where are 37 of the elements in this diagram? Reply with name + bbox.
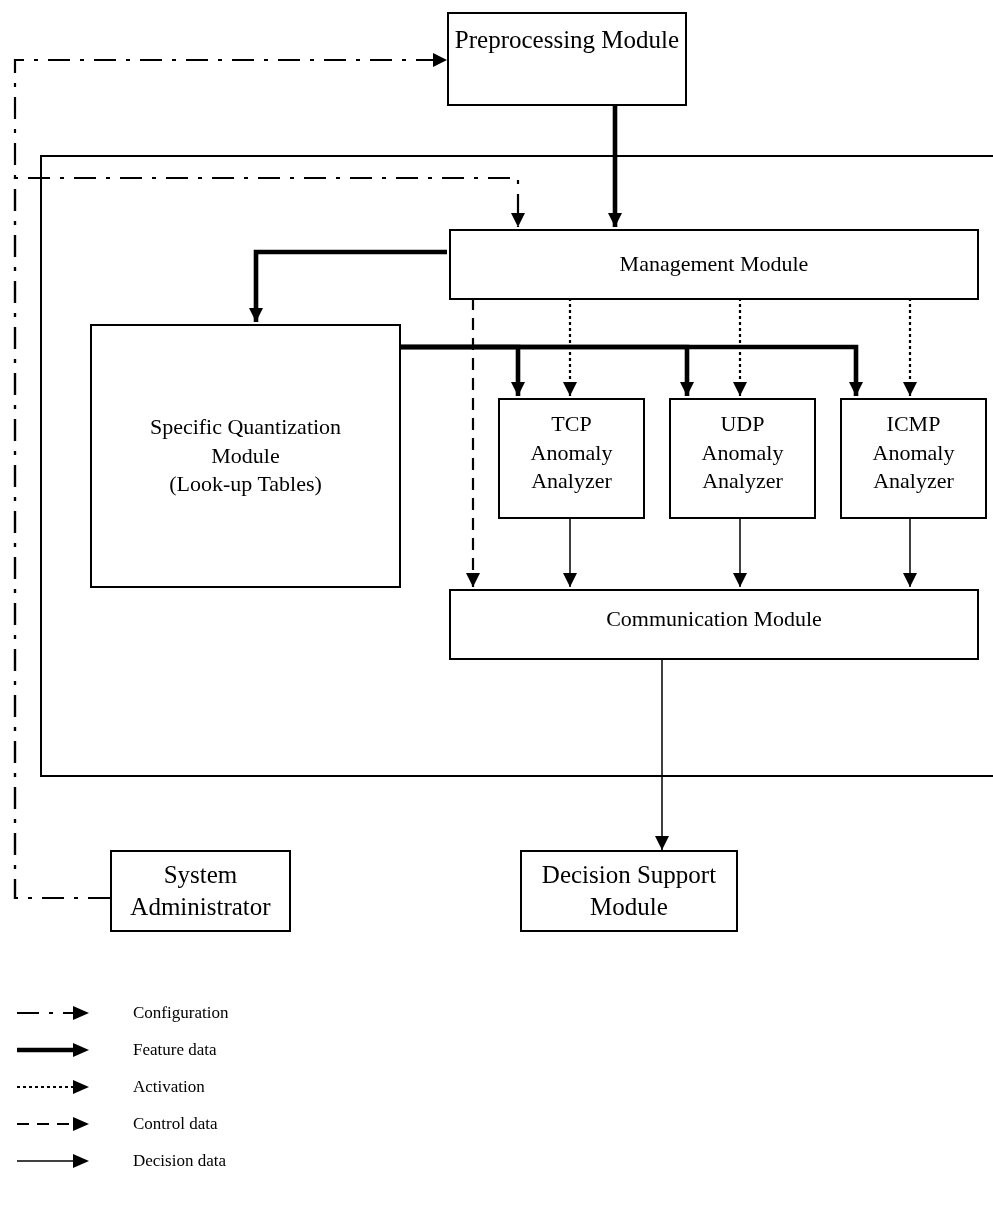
connector-arrow [733,298,747,396]
module-label: TCP Anomaly Analyzer [529,410,614,496]
module-box [449,229,979,300]
container-box [40,155,993,777]
connector-arrow [563,516,577,588]
module-box [110,850,291,932]
module-label: Communication Module [605,605,823,633]
connector-arrow [399,344,863,396]
module-box [669,398,816,519]
module-label: Preprocessing Module [453,25,681,55]
connector-arrow [608,106,622,227]
module-label: (Look-up Tables) [168,470,323,499]
connector-arrow [249,249,447,322]
module-label: ICMP Anomaly Analyzer [871,410,956,496]
module-box [840,398,987,519]
module-label: Decision Support Module [540,859,718,922]
legend-label: Configuration [133,1003,229,1023]
connector-arrow [655,657,669,851]
legend-label: Activation [133,1077,205,1097]
module-box [449,589,979,660]
module-label: UDP Anomaly Analyzer [700,410,785,496]
connector-arrow [733,516,747,588]
connector-arrow [563,298,577,396]
module-box [498,398,645,519]
module-label: Specific Quantization Module [148,413,343,470]
legend-label: Feature data [133,1040,217,1060]
module-box [520,850,738,932]
module-box [447,12,687,106]
connector-arrow [466,298,480,587]
legend-label: Decision data [133,1151,226,1171]
connector-arrow [13,176,525,900]
module-box [90,324,401,588]
connector-arrow [903,516,917,588]
legend-label: Control data [133,1114,218,1134]
module-label: System Administrator [129,859,272,922]
connector-arrow [903,298,917,396]
module-label: Management Module [618,250,810,279]
